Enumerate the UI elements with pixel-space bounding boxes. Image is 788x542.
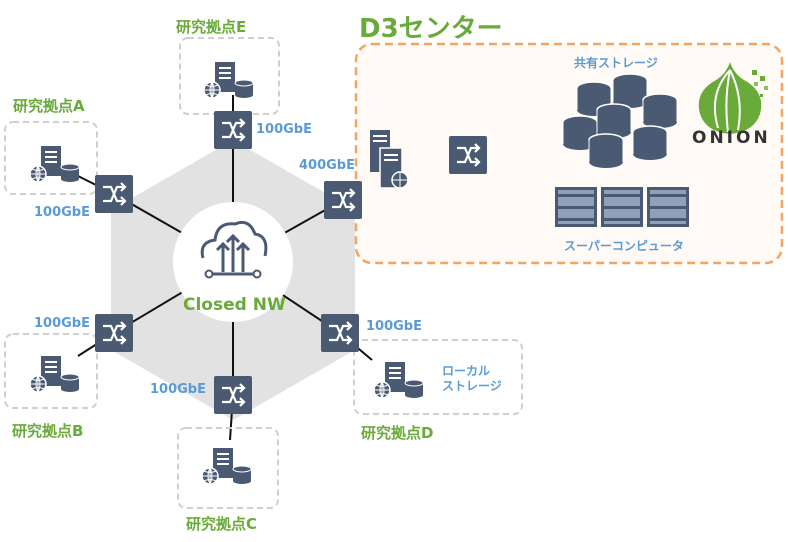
switch-e <box>212 109 254 151</box>
local-storage-label-line2: ストレージ <box>442 379 502 393</box>
speed-label-c: 100GbE <box>150 382 206 397</box>
server-storage-icon-a <box>29 145 80 183</box>
switch-c <box>212 374 254 416</box>
server-storage-icon-b <box>29 355 80 393</box>
switch-d3-center <box>447 134 489 176</box>
server-storage-icon-c <box>201 447 252 485</box>
site-label-d: 研究拠点D <box>361 424 434 442</box>
site-label-a: 研究拠点A <box>13 97 85 115</box>
cloud-network-icon <box>200 220 268 279</box>
site-box-c <box>177 427 279 509</box>
site-label-b: 研究拠点B <box>12 422 84 440</box>
local-storage-label-line1: ローカル <box>442 364 491 378</box>
supercomputer-icon <box>555 187 689 227</box>
site-box-d <box>353 339 523 415</box>
speed-label-a: 100GbE <box>34 205 90 220</box>
onion-logo-text: ONION <box>692 128 771 148</box>
site-box-a <box>4 121 98 195</box>
site-label-c: 研究拠点C <box>186 515 258 533</box>
supercomputer-label: スーパーコンピュータ <box>564 239 684 253</box>
speed-label-e: 100GbE <box>256 122 312 137</box>
switch-center-uplink <box>322 179 364 221</box>
server-storage-icon-d <box>373 361 424 399</box>
shared-storage-label: 共有ストレージ <box>574 56 658 70</box>
d3-center-box <box>354 42 784 265</box>
site-box-e <box>179 37 280 115</box>
speed-label-b: 100GbE <box>34 316 90 331</box>
site-label-e: 研究拠点E <box>176 18 247 36</box>
switch-a <box>93 173 135 215</box>
server-storage-icon-e <box>203 61 254 99</box>
d3-server-icon <box>370 130 409 189</box>
onion-logo <box>698 62 768 134</box>
speed-label-d: 100GbE <box>366 319 422 334</box>
d3-center-title: D3センター <box>359 14 503 44</box>
speed-label-center: 400GbE <box>299 158 355 173</box>
switch-d <box>319 312 361 354</box>
closed-network-label: Closed NW <box>183 295 286 315</box>
switch-b <box>93 312 135 354</box>
